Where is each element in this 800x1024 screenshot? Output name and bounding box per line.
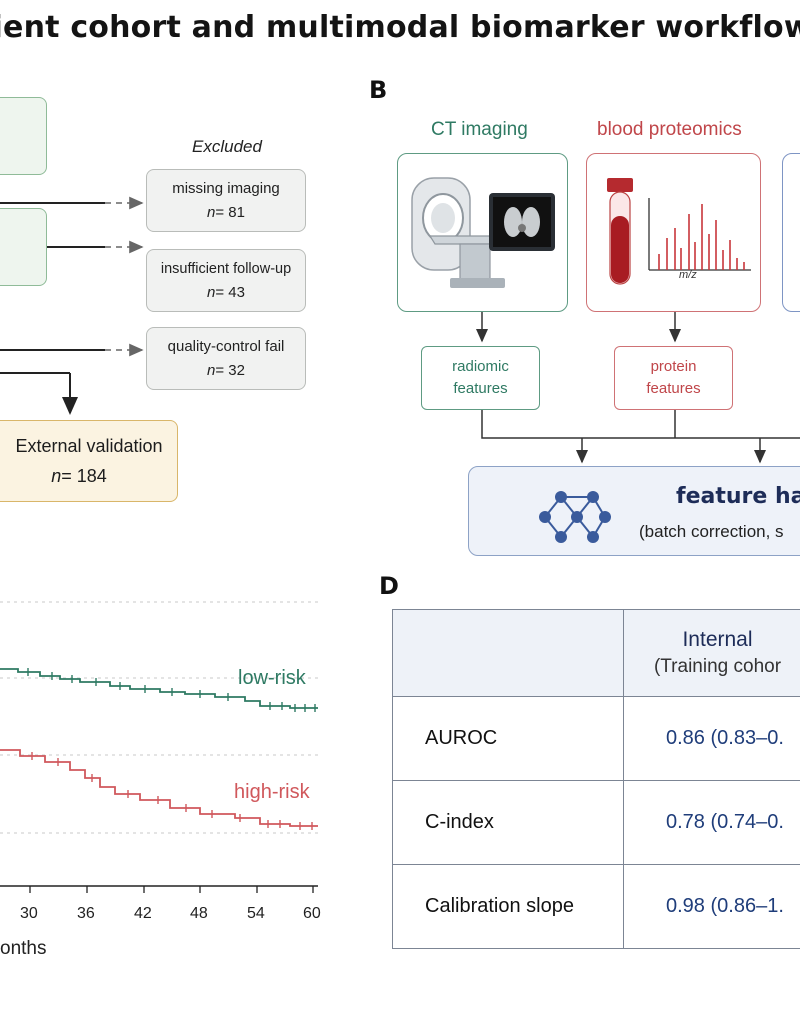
radiomic-features-box: radiomic features	[421, 346, 540, 410]
km-tick-60: 60	[303, 905, 321, 922]
protein-features-box: protein features	[614, 346, 733, 410]
workflow-connectors	[476, 312, 800, 464]
exclusion-box-quality-control: quality-control fail n= 32	[146, 327, 306, 390]
table-header-internal: Internal (Training cohor	[623, 609, 800, 697]
table-row: C-index 0.78 (0.74–0.	[392, 780, 800, 865]
harmonization-title: feature har	[676, 484, 800, 509]
table-metric-auroc: AUROC	[392, 696, 624, 781]
table-metric-cindex: C-index	[392, 780, 624, 865]
exclusion-box-insufficient-follow-up: insufficient follow-up n= 43	[146, 249, 306, 312]
table-value-auroc: 0.86 (0.83–0.	[623, 696, 800, 781]
ct-imaging-card	[397, 153, 568, 312]
proteomics-card: m/z	[586, 153, 761, 312]
km-censor-marks-high	[31, 752, 313, 830]
spectrum-axis-label: m/z	[679, 269, 697, 281]
km-x-ticks	[29, 886, 314, 893]
table-metric-calibration: Calibration slope	[392, 864, 624, 949]
panel-b-letter: B	[369, 76, 388, 104]
modality-card-cutoff	[782, 153, 800, 312]
modality-heading-proteomics: blood proteomics	[597, 119, 742, 140]
feature-harmonization-box: feature har (batch correction, s	[468, 466, 800, 556]
excluded-heading: Excluded	[192, 137, 262, 156]
flowchart-connectors	[0, 196, 144, 415]
external-validation-box: External validation n= 184	[0, 420, 178, 502]
km-tick-42: 42	[134, 905, 152, 922]
harmonization-subtitle: (batch correction, s	[639, 522, 784, 541]
network-icon	[539, 491, 611, 543]
km-label-low-risk: low-risk	[238, 667, 306, 689]
exclusion-box-missing-imaging: missing imaging n= 81	[146, 169, 306, 232]
km-x-axis-label: onths	[0, 938, 47, 959]
panel-a-flowchart: Excluded missing imaging n= 81 insuffici…	[0, 0, 360, 520]
table-header-row: Internal (Training cohor	[392, 609, 800, 697]
blood-tube-spectrum-icon	[606, 177, 751, 285]
ct-scanner-icon	[411, 176, 555, 288]
km-censor-marks-low	[27, 668, 316, 712]
modality-heading-ct: CT imaging	[431, 119, 528, 140]
km-label-high-risk: high-risk	[234, 781, 310, 803]
cohort-box-middle	[0, 208, 47, 286]
km-plot	[0, 601, 318, 893]
table-row: AUROC 0.86 (0.83–0.	[392, 696, 800, 781]
table-value-cindex: 0.78 (0.74–0.	[623, 780, 800, 865]
table-row: Calibration slope 0.98 (0.86–1.	[392, 864, 800, 949]
panel-d-letter: D	[379, 572, 399, 600]
cohort-box-top	[0, 97, 47, 175]
km-tick-54: 54	[247, 905, 265, 922]
km-tick-36: 36	[77, 905, 95, 922]
table-value-calibration: 0.98 (0.86–1.	[623, 864, 800, 949]
km-tick-48: 48	[190, 905, 208, 922]
table-header-blank	[392, 609, 624, 697]
performance-table: Internal (Training cohor AUROC 0.86 (0.8…	[392, 609, 800, 949]
km-tick-30: 30	[20, 905, 38, 922]
